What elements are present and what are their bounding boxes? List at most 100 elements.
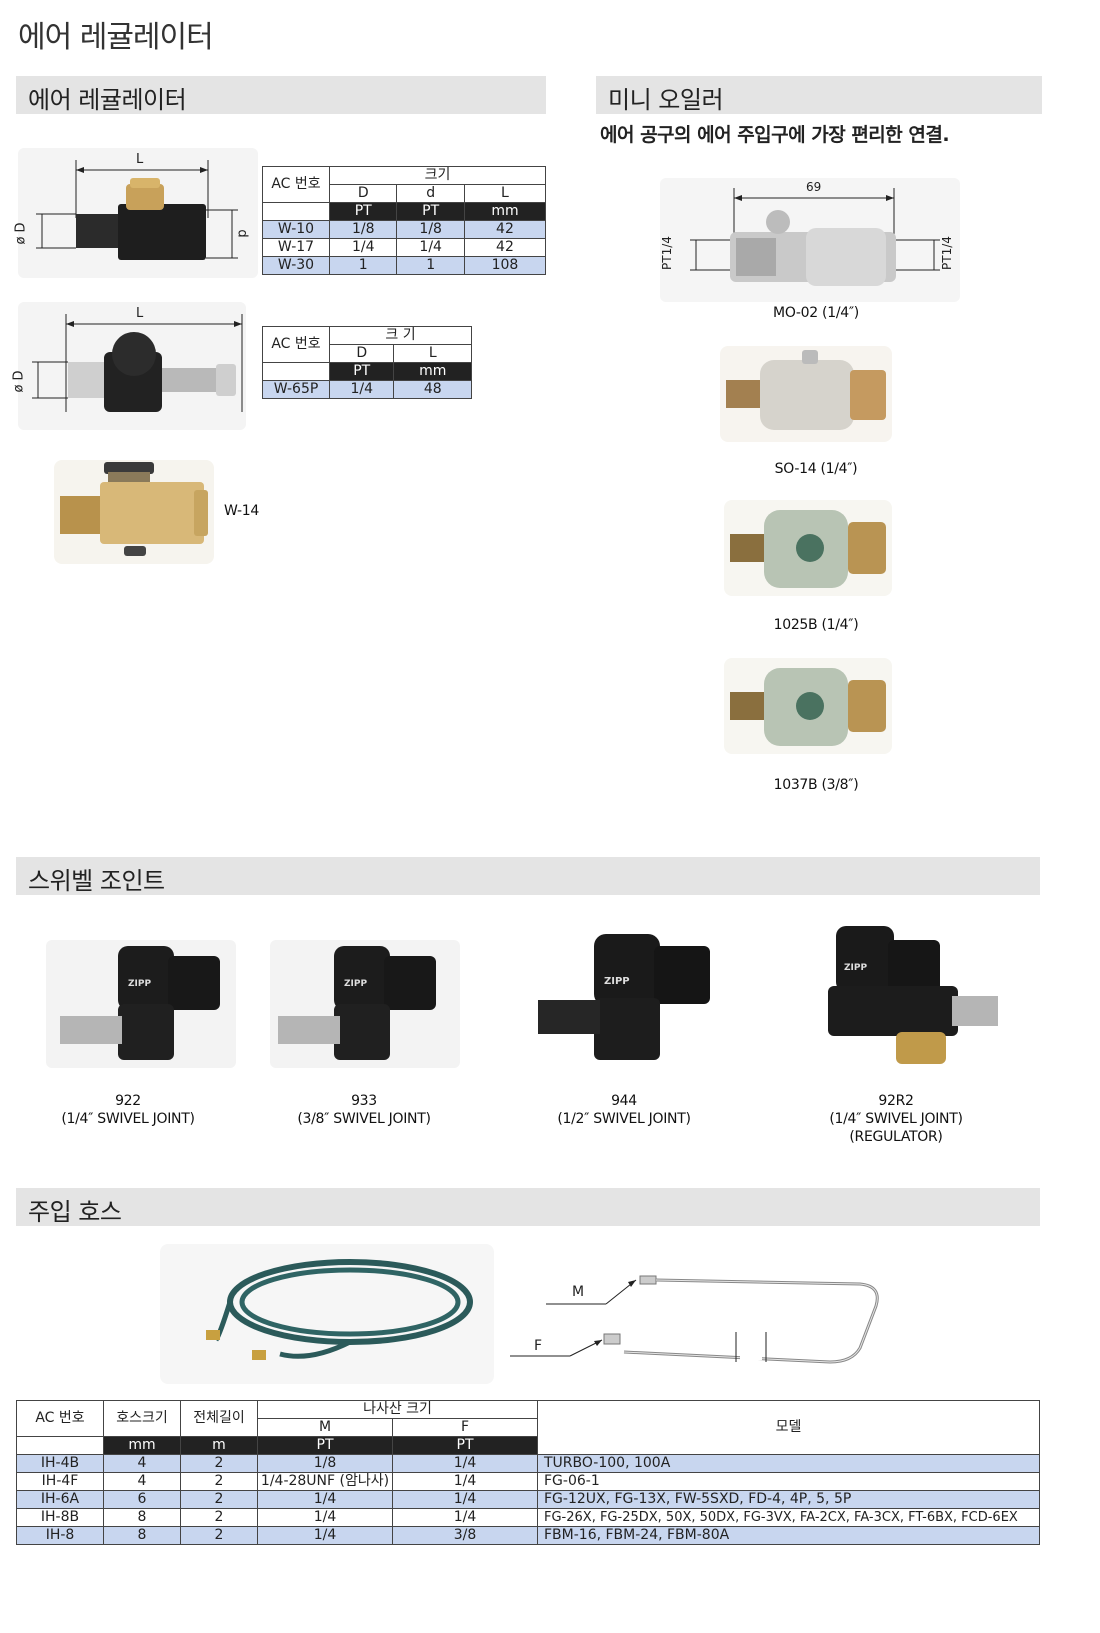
cell-hose: 8 (103, 1526, 181, 1545)
hose-photo (160, 1244, 494, 1384)
cell-d: 1/4 (396, 238, 465, 257)
table-header-hose-size: 호스크기 (103, 1400, 181, 1437)
swivel-brand: ZIPP (604, 976, 630, 987)
dim-label-L: L (136, 152, 144, 167)
cell-L: 48 (393, 380, 472, 399)
regulator-w14-illustration (54, 460, 214, 564)
oiler-1025b-photo (724, 500, 892, 596)
table-header-blank (262, 202, 330, 221)
cell-ac: IH-8B (16, 1508, 104, 1527)
cell-hose: 4 (103, 1454, 181, 1473)
oiler-mo02-illustration (660, 178, 960, 302)
table-header-F: F (392, 1418, 538, 1437)
oiler-section-title: 미니 오일러 (608, 86, 724, 114)
cell-ac: IH-8 (16, 1526, 104, 1545)
swivel-933-photo: ZIPP (270, 940, 460, 1068)
cell-D: 1 (328, 256, 398, 275)
swivel-brand: ZIPP (128, 979, 151, 989)
table-row: IH-6A 6 2 1/4 1/4 FG-12UX, FG-13X, FW-5S… (16, 1490, 1040, 1509)
cell-M: 1/4 (257, 1526, 393, 1545)
cell-L: 108 (463, 256, 547, 275)
table-row: W-30 1 1 108 (262, 256, 547, 275)
swivel-desc: (3/8″ SWIVEL JOINT) (297, 1111, 431, 1127)
regulator-w10-illustration (18, 148, 258, 278)
table-unit-L: mm (463, 202, 547, 221)
cell-model: TURBO-100, 100A (537, 1454, 1040, 1473)
regulator-w10-diagram: L ø D d (14, 148, 258, 278)
oiler-section-header: 미니 오일러 (596, 76, 1042, 114)
oiler-1037b-illustration (724, 658, 892, 754)
oiler-label-mo02: MO-02 (1/4″) (773, 305, 859, 321)
table-row: W-65P 1/4 48 (262, 380, 472, 399)
regulator-w14-photo (54, 460, 214, 564)
oiler-1025b-illustration (724, 500, 892, 596)
cell-M: 1/4 (257, 1490, 393, 1509)
swivel-brand: ZIPP (344, 979, 367, 989)
table-header-blank (262, 362, 330, 381)
table-header-D: D (328, 184, 398, 203)
regulator-spec-table-2: AC 번호 크 기 D L PT mm W-65P 1/4 48 (262, 326, 472, 399)
cell-ac: IH-4B (16, 1454, 104, 1473)
cell-hose: 4 (103, 1472, 181, 1491)
cell-length: 2 (180, 1454, 258, 1473)
table-unit-D: PT (328, 362, 395, 381)
hose-label-M: M (572, 1284, 585, 1300)
swivel-92r2-caption: 92R2 (1/4″ SWIVEL JOINT) (REGULATOR) (808, 1092, 984, 1146)
table-unit-L: mm (393, 362, 472, 381)
hose-spec-table: AC 번호 호스크기 전체길이 나사산 크기 모델 M F mm m PT PT… (16, 1400, 1040, 1545)
swivel-922-illustration: ZIPP (46, 940, 236, 1068)
oiler-subtitle: 에어 공구의 에어 주입구에 가장 편리한 연결. (600, 124, 950, 146)
table-row: W-10 1/8 1/8 42 (262, 220, 547, 239)
table-unit-F: PT (392, 1436, 538, 1455)
cell-ac: W-65P (262, 380, 330, 399)
table-unit-hose: mm (103, 1436, 181, 1455)
cell-M: 1/4-28UNF (암나사) (257, 1472, 393, 1491)
table-header-L: L (463, 184, 547, 203)
cell-ac: W-10 (262, 220, 330, 239)
swivel-922-caption: 922 (1/4″ SWIVEL JOINT) (40, 1092, 216, 1128)
oiler-label-1025b: 1025B (1/4″) (773, 617, 859, 633)
swivel-desc: (1/2″ SWIVEL JOINT) (557, 1111, 691, 1127)
cell-F: 1/4 (392, 1472, 538, 1491)
oiler-label-1037b: 1037B (3/8″) (773, 777, 859, 793)
table-header-size: 크기 (329, 166, 546, 185)
table-header-total-length: 전체길이 (180, 1400, 258, 1437)
table-header-ac: AC 번호 (16, 1400, 104, 1437)
oiler-label-so14: SO-14 (1/4″) (774, 461, 858, 477)
cell-ac: W-30 (262, 256, 330, 275)
swivel-922-photo: ZIPP (46, 940, 236, 1068)
dim-label-L: L (136, 306, 144, 321)
table-row: W-17 1/4 1/4 42 (262, 238, 547, 257)
cell-D: 1/4 (328, 380, 395, 399)
table-header-D: D (328, 344, 395, 363)
w14-label: W-14 (224, 503, 259, 519)
swivel-section-header: 스위벨 조인트 (16, 857, 1040, 895)
oiler-mo02-diagram: 69 PT1/4 PT1/4 (660, 178, 960, 302)
table-unit-M: PT (257, 1436, 393, 1455)
table-row: IH-8 8 2 1/4 3/8 FBM-16, FBM-24, FBM-80A (16, 1526, 1040, 1545)
table-header-ac: AC 번호 (262, 326, 330, 363)
cell-M: 1/4 (257, 1508, 393, 1527)
cell-D: 1/8 (328, 220, 398, 239)
cell-ac: IH-6A (16, 1490, 104, 1509)
oiler-so14-photo (720, 346, 892, 442)
dim-label-pt-right: PT1/4 (939, 236, 954, 270)
oiler-1037b-photo (724, 658, 892, 754)
table-header-L: L (393, 344, 472, 363)
cell-D: 1/4 (328, 238, 398, 257)
swivel-code: 922 (115, 1093, 141, 1109)
cell-d: 1/8 (396, 220, 465, 239)
table-unit-length: m (180, 1436, 258, 1455)
cell-hose: 6 (103, 1490, 181, 1509)
cell-length: 2 (180, 1490, 258, 1509)
swivel-933-illustration: ZIPP (270, 940, 460, 1068)
cell-F: 3/8 (392, 1526, 538, 1545)
swivel-944-caption: 944 (1/2″ SWIVEL JOINT) (536, 1092, 712, 1128)
dim-label-D: ø D (11, 370, 27, 393)
table-unit-D: PT (328, 202, 398, 221)
swivel-933-caption: 933 (3/8″ SWIVEL JOINT) (276, 1092, 452, 1128)
table-row: IH-8B 8 2 1/4 1/4 FG-26X, FG-25DX, 50X, … (16, 1508, 1040, 1527)
cell-M: 1/8 (257, 1454, 393, 1473)
swivel-code: 944 (611, 1093, 637, 1109)
cell-length: 2 (180, 1472, 258, 1491)
